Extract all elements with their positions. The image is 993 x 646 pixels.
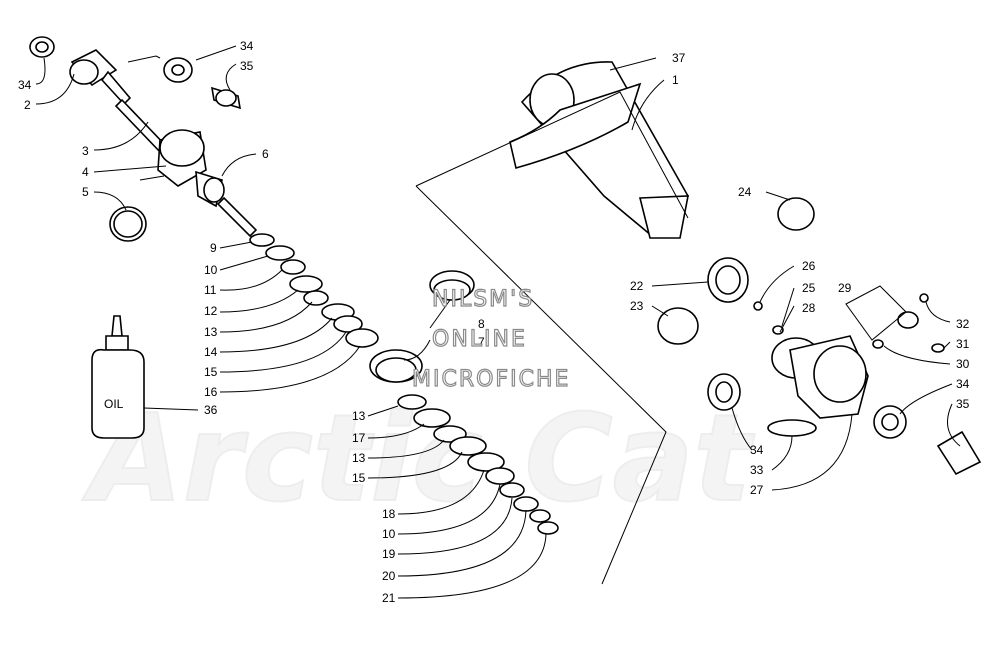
callout-13: 13 xyxy=(352,451,366,465)
callout-24: 24 xyxy=(738,185,752,199)
leader-lines xyxy=(35,45,961,599)
callout-36: 36 xyxy=(204,403,218,417)
callout-6: 6 xyxy=(262,147,269,161)
callout-10: 10 xyxy=(382,527,396,541)
oil-bottle: OIL xyxy=(91,315,145,439)
callout-26: 26 xyxy=(802,259,816,273)
callout-4: 4 xyxy=(82,165,89,179)
watermark-line-3: MICROFICHE xyxy=(412,367,570,392)
callout-13: 13 xyxy=(352,409,366,423)
callout-34: 34 xyxy=(18,78,32,92)
callout-15: 15 xyxy=(352,471,366,485)
callout-17: 17 xyxy=(352,431,366,445)
callout-29: 29 xyxy=(838,281,852,295)
callout-15: 15 xyxy=(204,365,218,379)
oil-bottle-label: OIL xyxy=(104,397,124,411)
callout-35: 35 xyxy=(956,397,970,411)
callout-34: 34 xyxy=(750,443,764,457)
callout-22: 22 xyxy=(630,279,644,293)
callout-16: 16 xyxy=(204,385,218,399)
callout-33: 33 xyxy=(750,463,764,477)
callout-18: 18 xyxy=(382,507,396,521)
callout-5: 5 xyxy=(82,185,89,199)
callout-20: 20 xyxy=(382,569,396,583)
kit-bracket xyxy=(415,91,689,585)
callout-1: 1 xyxy=(672,73,679,87)
callout-21: 21 xyxy=(382,591,396,605)
callout-8: 8 xyxy=(478,317,485,331)
callout-2: 2 xyxy=(24,98,31,112)
callout-labels: 34 2 34 35 3 4 5 6 9 10 11 12 13 14 15 1… xyxy=(18,39,970,605)
callout-35: 35 xyxy=(240,59,254,73)
callout-13: 13 xyxy=(204,325,218,339)
callout-37: 37 xyxy=(672,51,686,65)
callout-9: 9 xyxy=(210,241,217,255)
callout-28: 28 xyxy=(802,301,816,315)
watermark-line-1: NILSM'S xyxy=(432,287,534,312)
shock-body xyxy=(509,61,815,345)
callout-30: 30 xyxy=(956,357,970,371)
callout-25: 25 xyxy=(802,281,816,295)
callout-32: 32 xyxy=(956,317,970,331)
callout-12: 12 xyxy=(204,304,218,318)
callout-31: 31 xyxy=(956,337,970,351)
callout-34: 34 xyxy=(956,377,970,391)
callout-27: 27 xyxy=(750,483,764,497)
callout-14: 14 xyxy=(204,345,218,359)
shaft-assembly xyxy=(29,36,258,242)
kit-bracket-29 xyxy=(845,285,907,341)
microfiche-watermark: NILSM'S ONLINE MICROFICHE xyxy=(411,286,570,392)
callout-10: 10 xyxy=(204,263,218,277)
reservoir-assembly xyxy=(707,293,982,476)
callout-23: 23 xyxy=(630,299,644,313)
callout-34: 34 xyxy=(240,39,254,53)
callout-11: 11 xyxy=(204,283,217,297)
callout-3: 3 xyxy=(82,144,89,158)
watermark-line-2: ONLINE xyxy=(432,327,527,352)
shim-stack xyxy=(249,233,559,535)
callout-19: 19 xyxy=(382,547,396,561)
callout-7: 7 xyxy=(478,335,485,349)
